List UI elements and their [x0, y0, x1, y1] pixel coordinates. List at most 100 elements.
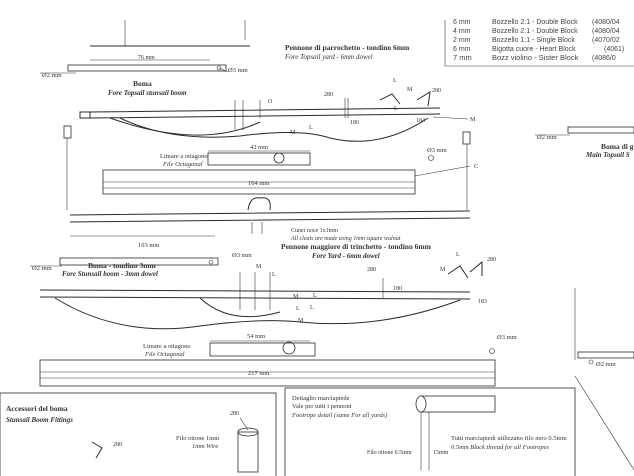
- hanger-block-left: [63, 125, 72, 139]
- main-yard-body: [69, 210, 471, 223]
- wire-drum-top: [237, 427, 259, 437]
- hanger-block-right: [462, 131, 471, 145]
- footrope-curve-2: [109, 117, 261, 136]
- center-sling: [247, 197, 271, 211]
- label-L: L: [309, 125, 313, 131]
- filo-en: 1mm Wire: [192, 443, 218, 450]
- top-yard-title-en: Fore Topsail yard - 6mm dowel: [284, 53, 373, 61]
- dim-54: 54 mm: [247, 333, 265, 340]
- octagonal-detail-1: Limare a ottagono File Octagonal 42 mm 1…: [102, 144, 478, 195]
- boom-rod: [67, 64, 227, 72]
- dim-15: 15mm: [433, 450, 449, 456]
- right-diam-2: Ø2 mm: [596, 361, 616, 368]
- dim-180: 180: [393, 286, 402, 292]
- label-L: L: [296, 306, 300, 312]
- lower-yard: M L M L L M 280 280 180 183 L L M: [39, 252, 496, 330]
- footrope-box: Dettaglio marciapiede Vale per tutti i p…: [284, 387, 576, 476]
- octagonal-detail-2: 54 mm Limare a ottagono File Octagonal 2…: [39, 333, 517, 387]
- table-desc-2: Bozzello 2:1 - Double Block: [492, 28, 578, 35]
- table-code-2: (4080/04: [592, 28, 620, 35]
- stunsail-boom-it: Boma - tondino 3mm: [88, 261, 156, 270]
- lower-brace-block: [447, 265, 469, 279]
- yard-section: [420, 395, 496, 413]
- footrope-note-en: 0.5mm Black thread for all Footropes: [451, 444, 550, 451]
- table-size-3: 2 mm: [453, 37, 471, 44]
- boma-diam-left: Ø2 mm: [42, 72, 62, 79]
- label-C: C: [474, 163, 478, 170]
- brace-block: [416, 91, 431, 107]
- fore-stunsail-diam2: Ø2 mm: [32, 265, 52, 272]
- boma-diam-right: Ø3 mm: [228, 67, 248, 74]
- filo-05: Filo ottone 0.5mm: [367, 450, 412, 456]
- footrope-curve: [119, 117, 429, 142]
- table-desc-1: Bozzello 2:1 - Double Block: [492, 19, 578, 26]
- leader: [239, 417, 249, 431]
- top-yard-title-it: Pennone di parrochetto - tondino 6mm: [285, 43, 410, 52]
- stunsail-boom-rod: [59, 257, 219, 266]
- main-boom-rod: [567, 126, 634, 134]
- dim-280a: 280: [324, 92, 333, 98]
- limare-it: Limare a ottagono: [160, 153, 208, 160]
- fore-yard-upper: 280 180 184 280 L M L O M L M: [79, 78, 476, 142]
- limare-en-2: File Octagonal: [144, 351, 185, 358]
- main-stunsail-boom-right: Ø2 mm: [574, 288, 634, 368]
- acc-dim-280a: 280: [230, 411, 239, 417]
- brace-block: [379, 93, 401, 105]
- dim-217: 217 mm: [248, 370, 270, 377]
- label-M: M: [407, 87, 413, 93]
- table-size-2: 4 mm: [453, 28, 471, 35]
- label-M: M: [470, 117, 476, 123]
- boma-title-it: Boma: [133, 79, 152, 88]
- label-L: L: [310, 305, 314, 311]
- yard-body: [89, 107, 441, 119]
- label-O: O: [268, 99, 273, 105]
- accessories-title-en: Stunsail Boom Fittings: [6, 416, 73, 424]
- corner-line: [574, 375, 634, 471]
- parts-table: 6 mm Bozzello 2:1 - Double Block (4080/0…: [444, 19, 634, 67]
- limare-it-2: Limare a ottagono: [143, 343, 191, 350]
- fore-stunsail-diam3: Ø3 mm: [232, 252, 252, 259]
- stunsail-boom-en: Fore Stunsail boom - 3mm dowel: [62, 270, 158, 278]
- octagon-bar-2: [209, 342, 316, 357]
- boma-fore-topsail: Ø2 mm Ø3 mm Boma Fore Topsail stunsail b…: [40, 64, 248, 97]
- dim-180: 180: [350, 120, 359, 126]
- octagon-end: [273, 152, 285, 164]
- dim-103: 103 mm: [138, 242, 160, 249]
- dim-280b: 280: [487, 257, 496, 263]
- footrope-title-en: Footrope detail (same For all yards): [291, 412, 387, 419]
- leader: [432, 116, 469, 120]
- diam-marker: [588, 359, 594, 365]
- dim-280a: 280: [367, 267, 376, 273]
- accessories-frame: [0, 392, 277, 476]
- label-L: L: [393, 78, 397, 84]
- diam-3-lower: Ø3 mm: [497, 334, 517, 341]
- right-boom-rod: [577, 351, 634, 359]
- label-M: M: [440, 267, 446, 273]
- label-M: M: [290, 130, 296, 136]
- table-code-1: (4080/04: [592, 19, 620, 26]
- lower-footrope-2: [199, 297, 281, 318]
- label-L: L: [272, 272, 276, 278]
- table-desc-5: Bozz violino - Sister Block: [492, 53, 579, 62]
- table-code-5: (4086/0: [592, 55, 616, 62]
- main-topsail-title-en: Main Topsail S: [585, 151, 630, 159]
- table-code-4: (4061): [604, 46, 624, 53]
- yard-end-left: [79, 111, 91, 119]
- label-L: L: [313, 293, 317, 299]
- octagon-end-2: [282, 341, 296, 355]
- boom-ring: [208, 259, 214, 265]
- table-size-4: 6 mm: [453, 46, 471, 53]
- accessories-box: Accessori del boma Stunsail Boom Fitting…: [0, 392, 277, 476]
- footrope-title-it: Dettaglio marciapiede: [292, 395, 350, 402]
- label-M: M: [298, 318, 304, 324]
- dim-164: 164 mm: [248, 180, 270, 187]
- leader: [218, 67, 229, 73]
- footrope-note-it: Tutti marciapiedi utilizzano filo nero 0…: [451, 435, 567, 442]
- table-size-1: 6 mm: [453, 19, 471, 26]
- dim-184: 184: [416, 118, 425, 124]
- fore-yard-main: 103 mm Cunei noce 1x1mm All cleats are m…: [30, 197, 471, 278]
- cunei-it: Cunei noce 1x1mm: [291, 228, 338, 234]
- footrope-frame: [284, 387, 576, 476]
- main-topsail-diam: Ø2 mm: [537, 134, 557, 141]
